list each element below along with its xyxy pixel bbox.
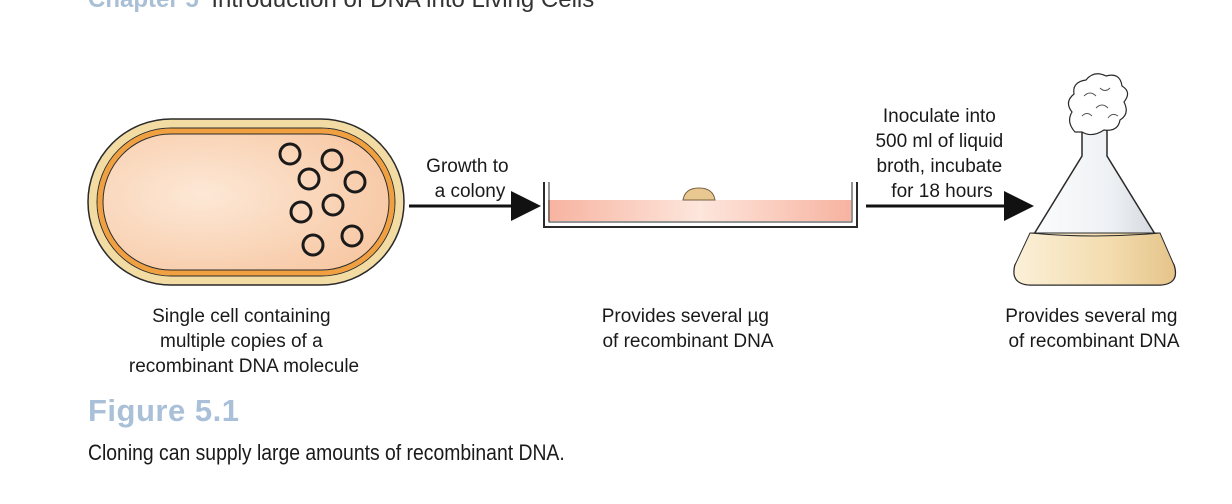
- dish-outline: [543, 182, 858, 228]
- arrow2-label: Inoculate into 500 ml of liquid broth, i…: [875, 106, 1008, 202]
- cotton-plug-icon: [1067, 73, 1129, 136]
- chapter-number: Chapter 5: [88, 0, 199, 13]
- arrow1-label: Growth to a colony: [426, 156, 514, 202]
- bacterial-cell: [87, 118, 405, 286]
- plasmid-icon: [340, 224, 364, 248]
- chapter-title: Introduction of DNA into Living Cells: [211, 0, 594, 13]
- plasmid-icon: [320, 148, 344, 172]
- cell-membrane: [97, 128, 395, 276]
- plasmid-icon: [297, 167, 321, 191]
- plasmid-icon: [289, 200, 313, 224]
- dish-label: Provides several µg of recombinant DNA: [602, 306, 775, 352]
- petri-dish: [543, 182, 858, 228]
- cell-membrane-outline: [96, 127, 396, 277]
- cytoplasm: [102, 133, 390, 271]
- culture-flask: [1013, 73, 1177, 286]
- figure-caption: Cloning can supply large amounts of reco…: [88, 440, 565, 465]
- plasmid-icon: [278, 142, 302, 166]
- figure-number: Figure 5.1: [88, 393, 240, 428]
- cell-label: Single cell containing multiple copies o…: [129, 306, 359, 377]
- bacterial-colony: [682, 187, 716, 201]
- dish-inner-wall: [548, 182, 853, 223]
- flask-label: Provides several mg of recombinant DNA: [1005, 306, 1182, 352]
- plasmid-icon: [321, 193, 345, 217]
- chapter-header: Chapter 5 Introduction of DNA into Livin…: [88, 0, 594, 14]
- agar-plate: [548, 200, 851, 221]
- plasmid-icon: [301, 233, 325, 257]
- plasmid-icon: [343, 170, 367, 194]
- liquid-broth: [1013, 232, 1176, 286]
